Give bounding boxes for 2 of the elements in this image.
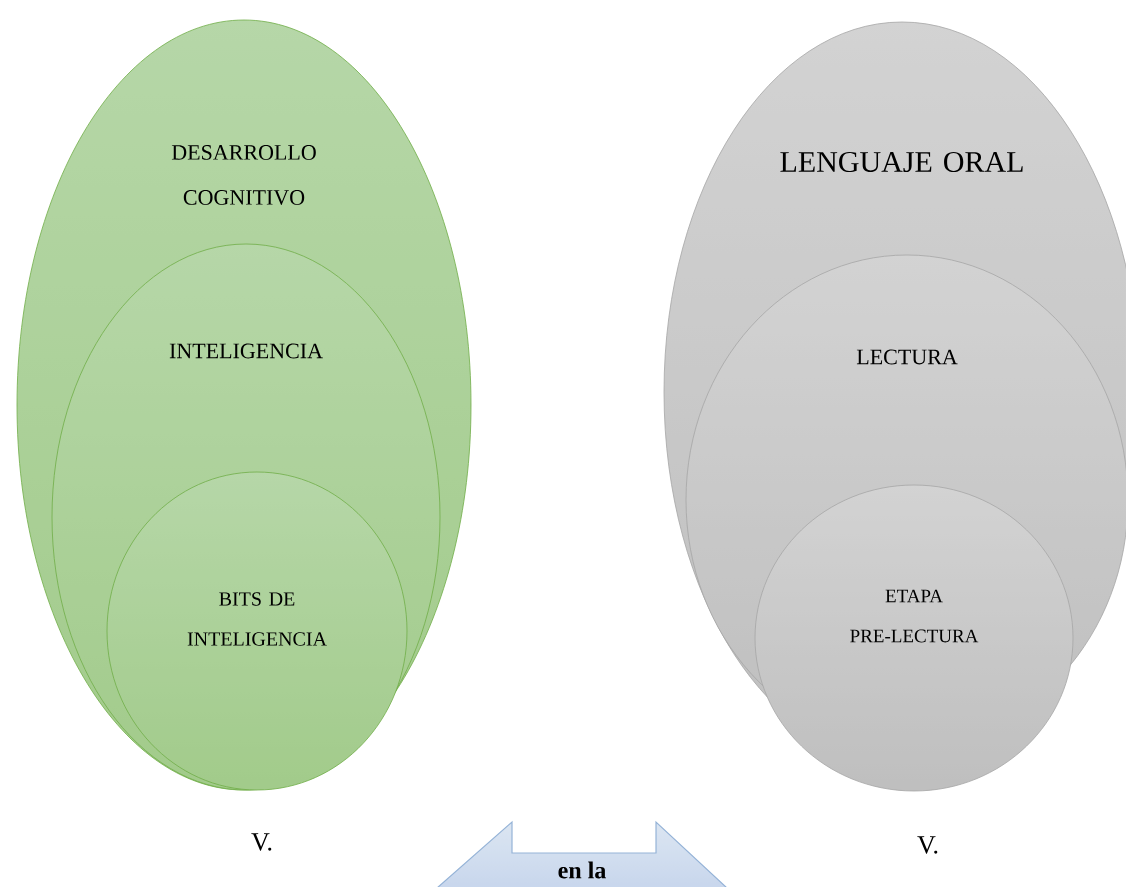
label: V. bbox=[251, 833, 272, 851]
label: V. bbox=[917, 836, 938, 854]
